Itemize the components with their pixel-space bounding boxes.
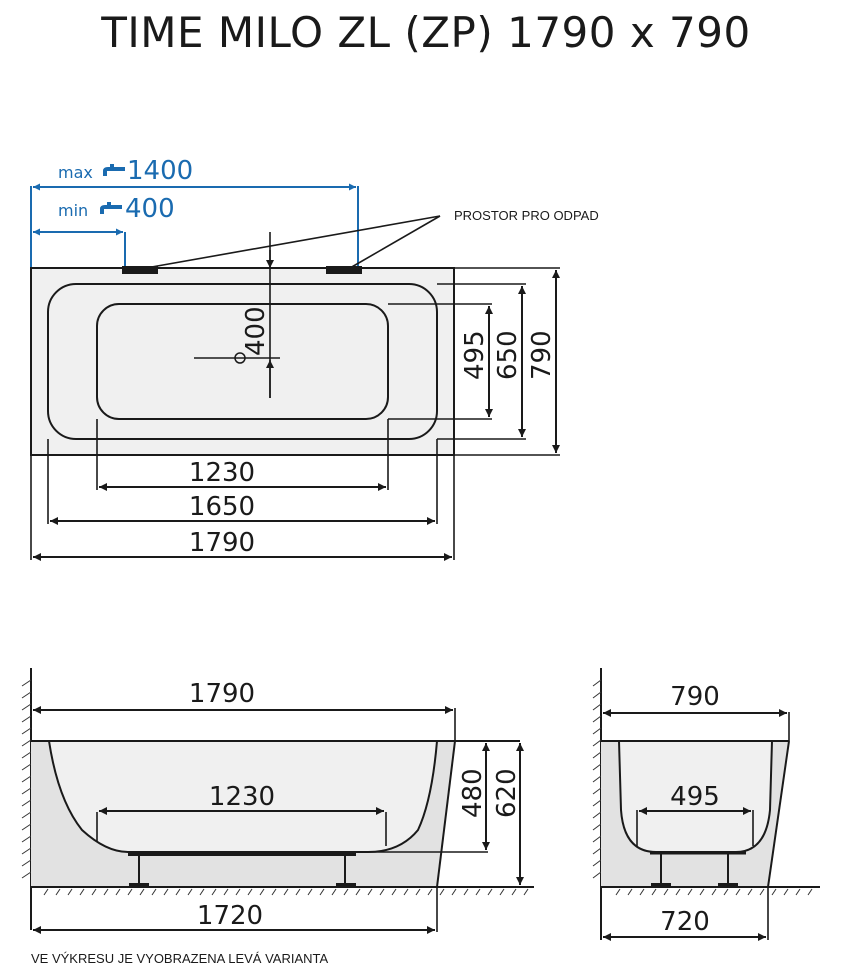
side-view: 1790 1230 480 620 1720 <box>21 668 534 934</box>
min-value: 400 <box>125 194 175 224</box>
wall-hatch <box>21 679 32 879</box>
faucet-dimensions: max 1400 min 400 <box>30 156 359 268</box>
end-width-top: 790 <box>670 682 720 712</box>
end-width-inner: 495 <box>670 782 720 812</box>
top-view: max 1400 min 400 PROSTOR PRO ODPAD 400 <box>30 156 599 561</box>
floor-hatch <box>615 888 813 896</box>
max-value: 1400 <box>127 156 193 186</box>
end-width-bottom: 720 <box>660 907 710 937</box>
length-mid: 1650 <box>189 492 255 522</box>
width-outer: 790 <box>527 330 557 380</box>
floor-hatch <box>43 888 529 896</box>
width-mid: 650 <box>493 330 523 380</box>
drain-offset: 400 <box>241 306 271 356</box>
drain-slot-left <box>122 266 158 274</box>
wall-hatch <box>592 679 602 879</box>
footnote: VE VÝKRESU JE VYOBRAZENA LEVÁ VARIANTA <box>31 951 328 966</box>
faucet-icon <box>100 202 122 214</box>
min-label: min <box>58 201 88 220</box>
length-inner: 1230 <box>189 458 255 488</box>
side-length-top: 1790 <box>189 679 255 709</box>
end-view: 790 495 720 <box>592 668 820 941</box>
length-outer: 1790 <box>189 528 255 558</box>
side-depth-inner: 480 <box>458 768 488 818</box>
side-length-inner: 1230 <box>209 782 275 812</box>
side-height-total: 620 <box>492 768 522 818</box>
max-label: max <box>58 163 93 182</box>
page-title: TIME MILO ZL (ZP) 1790 x 790 <box>101 8 751 57</box>
side-length-bottom: 1720 <box>197 901 263 931</box>
width-inner: 495 <box>460 330 490 380</box>
drain-slot-right <box>326 266 362 274</box>
drain-icon <box>234 352 246 364</box>
faucet-icon <box>103 164 125 176</box>
drain-note: PROSTOR PRO ODPAD <box>454 208 599 223</box>
